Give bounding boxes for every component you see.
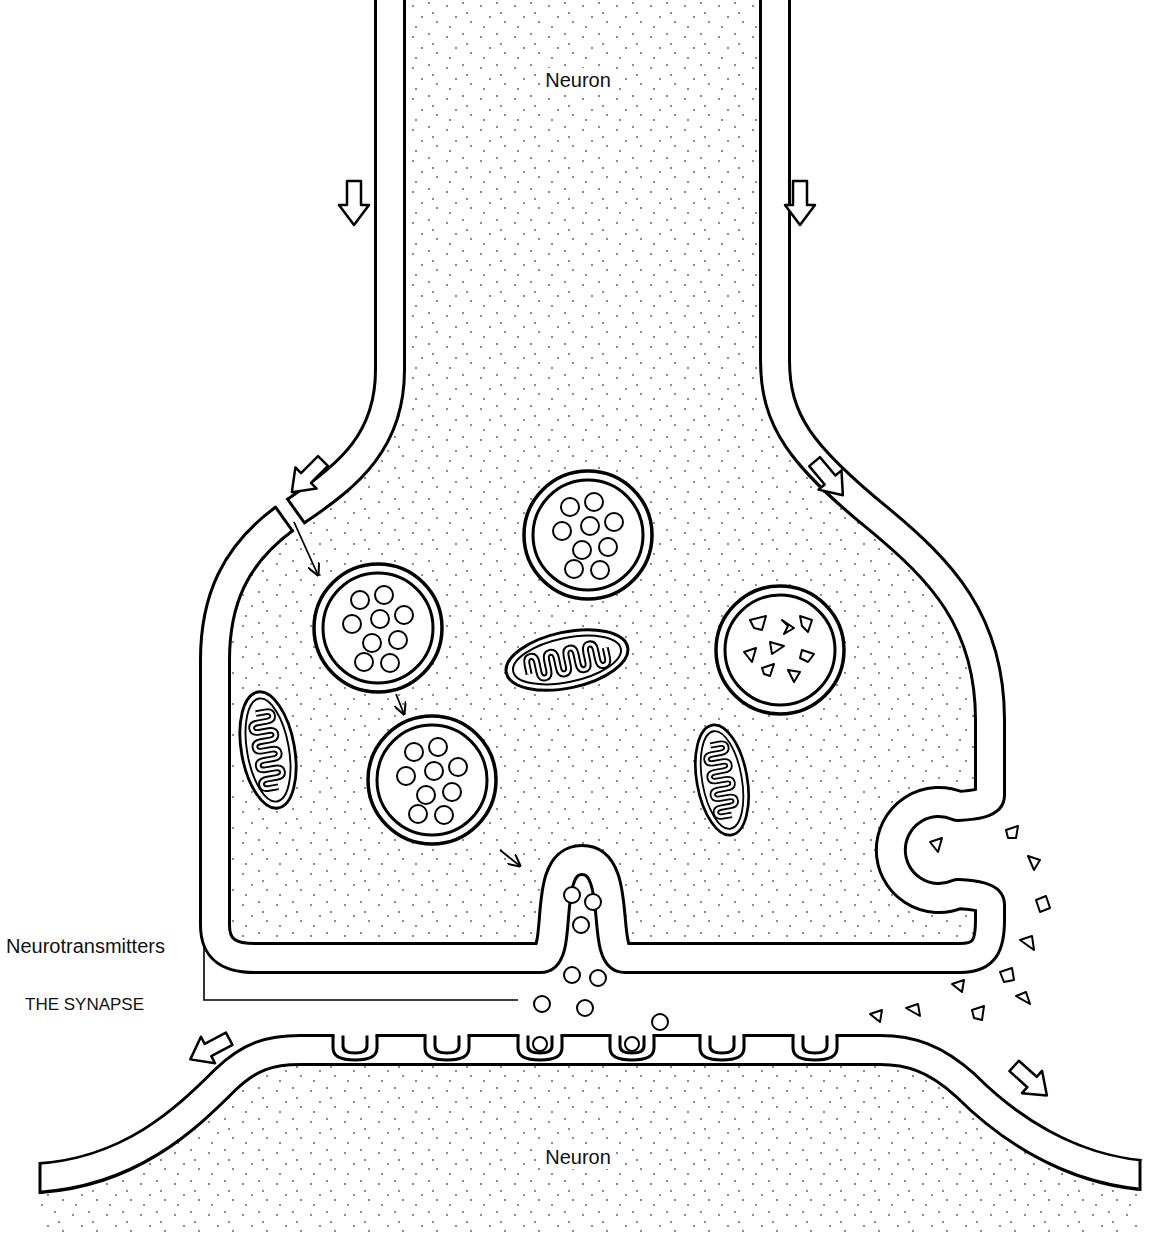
synaptic-vesicles xyxy=(770,642,784,654)
synaptic-vesicles xyxy=(800,650,814,662)
neurotransmitter-molecules xyxy=(590,970,606,986)
neurotransmitter-molecules xyxy=(573,917,589,933)
receptor-sites xyxy=(335,1032,376,1039)
flow-arrows xyxy=(785,181,815,225)
cell-membrane xyxy=(36,0,1144,1178)
released-fragments xyxy=(1016,992,1030,1004)
synaptic-vesicles xyxy=(553,493,623,579)
released-fragments xyxy=(1006,826,1018,838)
thin-arrows xyxy=(396,694,404,714)
released-fragments xyxy=(906,1004,920,1016)
flow-arrows xyxy=(183,1025,236,1072)
mitochondria xyxy=(687,721,756,840)
released-fragments xyxy=(930,838,942,852)
synaptic-vesicles xyxy=(744,616,814,682)
leader-line xyxy=(204,944,518,1000)
receptor-sites xyxy=(793,1036,837,1061)
synaptic-vesicles xyxy=(750,616,766,630)
neurotransmitter-molecules xyxy=(533,1037,547,1051)
synaptic-vesicles xyxy=(716,586,844,714)
cell-membrane xyxy=(36,0,1144,1194)
thin-arrows xyxy=(500,850,520,866)
mitochondria xyxy=(501,620,634,701)
released-fragments xyxy=(952,980,964,992)
cell-membrane xyxy=(39,1162,42,1194)
cell-membrane xyxy=(296,0,390,511)
neurotransmitter-molecules xyxy=(652,1014,668,1030)
receptor-sites xyxy=(333,1036,837,1061)
neuron-label: Neuron xyxy=(542,1145,614,1169)
receptor-sites xyxy=(795,1032,836,1039)
synaptic-vesicles xyxy=(782,620,794,634)
released-fragments xyxy=(1020,936,1034,950)
released-fragments xyxy=(870,826,1050,1022)
receptor-sites xyxy=(333,1036,377,1061)
released-fragments xyxy=(870,1010,882,1022)
synaptic-vesicles xyxy=(524,471,652,599)
thin-arrows xyxy=(294,522,520,866)
flow-arrows xyxy=(183,181,1057,1107)
callout-label: THE SYNAPSE xyxy=(22,995,147,1015)
receptor-sites xyxy=(425,1036,469,1061)
synaptic-vesicles xyxy=(397,738,467,824)
receptor-sites xyxy=(333,1032,837,1060)
synaptic-vesicles xyxy=(314,471,844,844)
cell-membrane xyxy=(215,0,990,958)
synaptic-vesicles xyxy=(343,586,413,672)
neurotransmitter-molecules xyxy=(585,894,601,910)
synaptic-vesicles xyxy=(368,716,496,844)
synaptic-vesicles xyxy=(788,670,800,682)
receptor-sites xyxy=(702,1032,743,1039)
cell-membrane xyxy=(40,0,1140,1178)
synaptic-vesicles xyxy=(314,564,442,692)
neurotransmitter-molecules xyxy=(625,1037,639,1051)
flow-arrows xyxy=(1004,1055,1057,1107)
cell-membrane xyxy=(40,498,1140,1194)
cell-membrane xyxy=(1139,1159,1142,1191)
cell-membrane xyxy=(36,1050,1144,1178)
thin-arrows xyxy=(294,522,318,575)
receptor-sites xyxy=(427,1032,468,1039)
released-fragments xyxy=(1000,968,1014,982)
released-fragments xyxy=(1036,896,1050,912)
flow-arrows xyxy=(339,181,369,225)
released-fragments xyxy=(972,1006,984,1020)
receptor-sites xyxy=(700,1036,744,1061)
cell-membrane xyxy=(275,506,294,532)
synaptic-vesicles xyxy=(800,616,812,632)
mitochondria xyxy=(232,620,757,840)
flow-arrows xyxy=(803,452,854,505)
callout-label: Neurotransmitters xyxy=(3,934,168,958)
synaptic-vesicles xyxy=(744,648,756,662)
synaptic-vesicles xyxy=(524,471,652,599)
synaptic-vesicles xyxy=(314,564,442,692)
mitochondria xyxy=(232,687,305,812)
neurotransmitter-molecules xyxy=(577,1000,593,1016)
receptor-sites xyxy=(518,1036,562,1061)
receptor-sites xyxy=(335,1032,836,1039)
released-fragments xyxy=(1028,856,1040,870)
cell-membrane xyxy=(287,498,306,524)
neuron-label: Neuron xyxy=(542,68,614,92)
receptor-sites xyxy=(610,1036,654,1061)
synaptic-vesicles xyxy=(762,664,774,676)
neurotransmitter-molecules xyxy=(564,887,580,903)
flow-arrows xyxy=(281,450,333,502)
mitochondria xyxy=(501,620,634,701)
synaptic-vesicles xyxy=(368,716,496,844)
neurotransmitter-molecules xyxy=(534,996,550,1012)
neurotransmitter-molecules xyxy=(564,967,580,983)
mitochondria xyxy=(232,687,305,812)
mitochondria xyxy=(687,721,756,840)
neurotransmitter-molecules xyxy=(533,887,668,1051)
synaptic-vesicles xyxy=(716,586,844,714)
